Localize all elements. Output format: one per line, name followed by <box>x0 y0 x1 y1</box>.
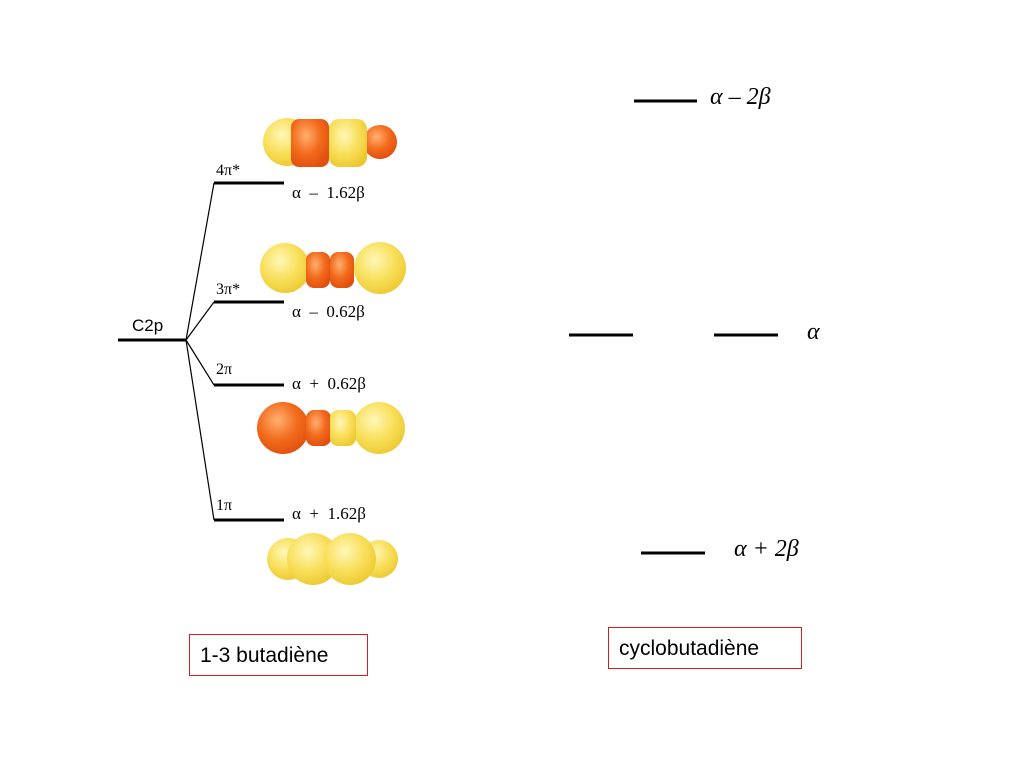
level-energy-4pi: α – 1.62β <box>292 183 365 202</box>
level-label-1pi: 1π <box>216 497 232 514</box>
level-label-3pi: 3π* <box>216 281 240 298</box>
orbital-2pi <box>257 402 405 454</box>
orbital-1pi <box>267 533 398 585</box>
cb-level-energy-mid: α <box>807 319 820 345</box>
cb-level-energy-bottom: α + 2β <box>734 536 799 562</box>
connector-3pi <box>185 301 215 341</box>
butadiene-diagram: C2p 4π* α – 1.62β 3π* α – 0.62β 2π α + 0… <box>118 162 366 523</box>
connector-1pi <box>185 339 215 521</box>
orbital-3pi <box>260 242 406 294</box>
connector-2pi <box>185 339 215 386</box>
level-label-2pi: 2π <box>216 361 232 378</box>
caption-butadiene: 1-3 butadiène <box>189 634 368 676</box>
level-label-4pi: 4π* <box>216 162 240 179</box>
connector-4pi <box>185 182 215 341</box>
cyclobutadiene-diagram: α – 2β α α + 2β <box>569 84 820 562</box>
orbital-4pi <box>263 118 397 167</box>
level-energy-1pi: α + 1.62β <box>292 504 366 523</box>
caption-cyclobutadiene: cyclobutadiène <box>608 627 802 669</box>
level-energy-2pi: α + 0.62β <box>292 374 366 393</box>
level-energy-3pi: α – 0.62β <box>292 302 365 321</box>
cb-level-energy-top: α – 2β <box>710 84 771 110</box>
root-level-label: C2p <box>132 316 163 335</box>
